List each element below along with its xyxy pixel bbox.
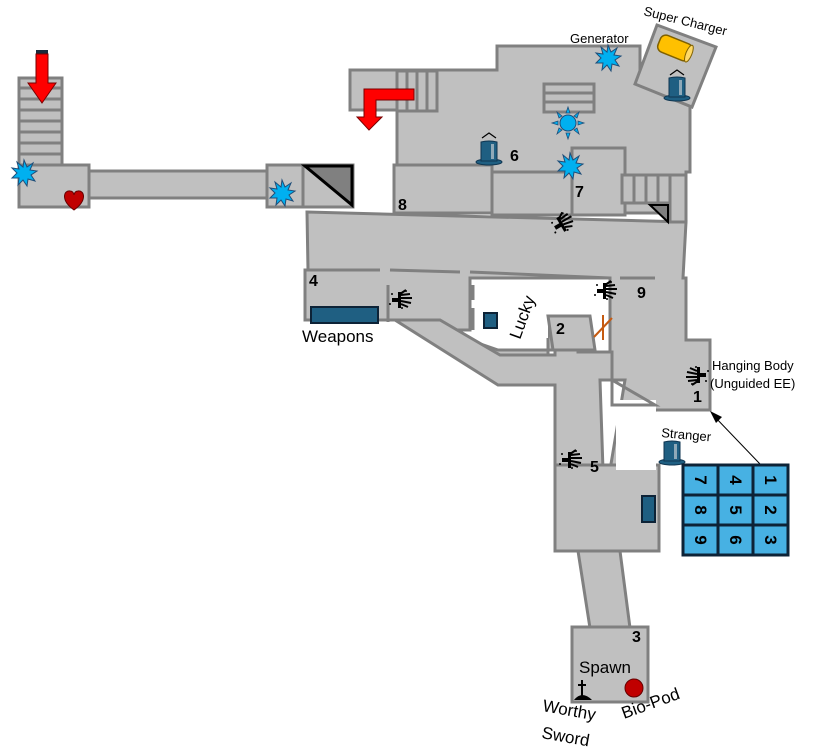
code-grid-number: 8	[691, 505, 710, 514]
center-stairs	[544, 91, 594, 104]
room-number-8: 8	[398, 197, 407, 214]
code-grid-cell	[716, 523, 755, 557]
west-room	[17, 76, 355, 209]
sword-icon	[574, 680, 592, 700]
code-grid-number: 3	[761, 535, 780, 544]
room-number-1: 1	[693, 389, 702, 406]
room-number-3: 3	[632, 629, 641, 646]
interior-walls	[305, 268, 655, 330]
sun-spark-icon	[550, 105, 586, 141]
west-stairs	[19, 86, 62, 156]
up-caret-icon	[481, 132, 497, 139]
bio-pod-icon	[624, 678, 644, 698]
weapons-label: Weapons	[302, 327, 374, 346]
code-grid-cell	[751, 493, 790, 527]
red-arrow-icon	[355, 88, 415, 131]
super-charger-icon	[656, 34, 694, 63]
sword-label: Sword	[540, 723, 591, 750]
room-number-4: 4	[309, 273, 318, 290]
code-grid-number: 9	[691, 535, 710, 544]
code-grid-number: 7	[691, 475, 710, 484]
top-hat-icon	[658, 440, 686, 466]
crossed-sticks-icon	[593, 315, 613, 340]
heart-icon	[64, 190, 84, 211]
red-arrow-icon	[27, 50, 57, 104]
code-grid-cell	[716, 493, 755, 527]
lucky-crate-icon	[483, 312, 498, 329]
code-grid-number: 5	[726, 505, 745, 514]
stranger-label: Stranger	[661, 425, 713, 444]
code-grid-number: 4	[726, 475, 745, 485]
room-number-5: 5	[590, 459, 599, 476]
room-number-7: 7	[575, 184, 584, 201]
code-grid-number: 2	[761, 505, 780, 514]
up-caret-icon	[669, 69, 685, 76]
spawn-label: Spawn	[579, 658, 631, 677]
code-grid: 7 4 1 8 5 2 9 6 3	[681, 463, 790, 557]
code-grid-cell	[751, 523, 790, 557]
east-stairs	[632, 175, 660, 203]
hanging-body-label: Hanging Body	[712, 358, 794, 373]
code-grid-cell	[681, 523, 720, 557]
code-grid-number: 1	[761, 475, 780, 484]
room-number-2: 2	[556, 321, 565, 338]
room-number-6: 6	[510, 148, 519, 165]
generator-label: Generator	[570, 31, 629, 46]
weapons-crate-icon	[310, 306, 379, 324]
code-grid-number: 6	[726, 535, 745, 544]
room-number-9: 9	[637, 285, 646, 302]
pointer-arrow	[713, 415, 761, 465]
main-building	[303, 23, 718, 704]
hanging-body-sublabel: (Unguided EE)	[710, 376, 795, 391]
south-crate-icon	[641, 495, 656, 523]
